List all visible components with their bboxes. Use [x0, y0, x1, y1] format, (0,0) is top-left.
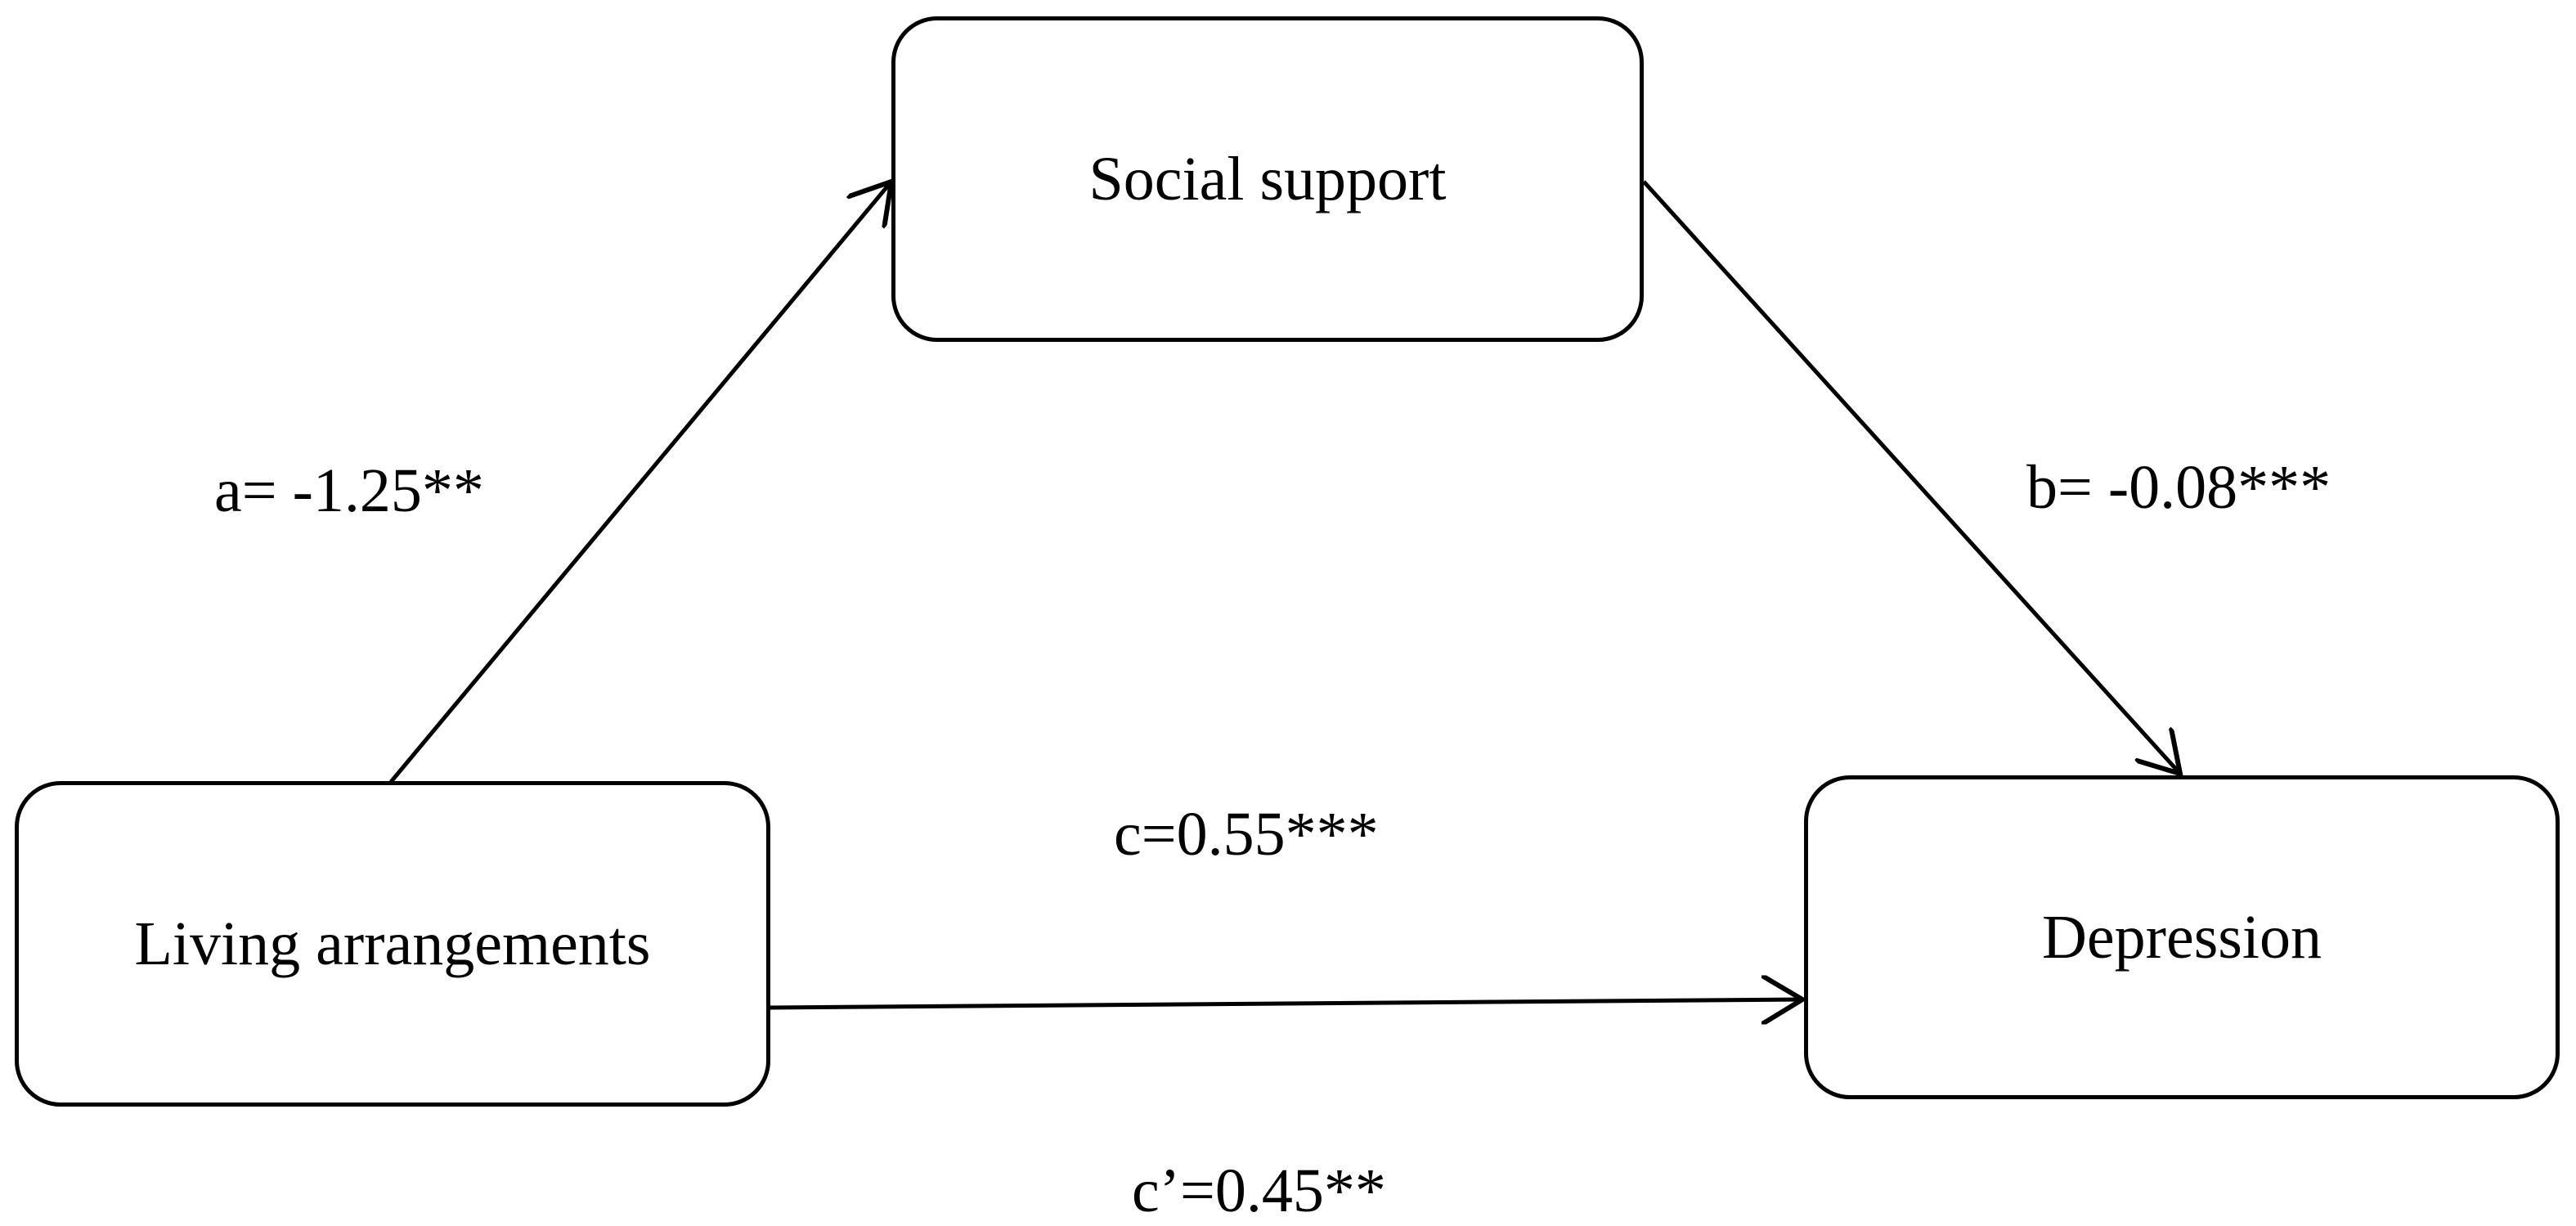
path-b-coefficient: b= -0.08*** — [2026, 453, 2331, 522]
living-arrangements-node: Living arrangements — [15, 781, 770, 1107]
arrow-a — [389, 182, 891, 784]
path-c-coefficient: c=0.55*** — [1114, 800, 1379, 869]
depression-label: Depression — [2042, 902, 2322, 972]
arrow-c — [770, 999, 1802, 1008]
social-support-node: Social support — [891, 16, 1644, 342]
depression-node: Depression — [1804, 775, 2560, 1099]
social-support-label: Social support — [1088, 144, 1447, 213]
path-c-prime-coefficient: c’=0.45** — [1132, 1156, 1386, 1225]
living-arrangements-label: Living arrangements — [134, 909, 651, 978]
arrow-b — [1642, 180, 2180, 774]
path-a-coefficient: a= -1.25** — [214, 456, 484, 525]
